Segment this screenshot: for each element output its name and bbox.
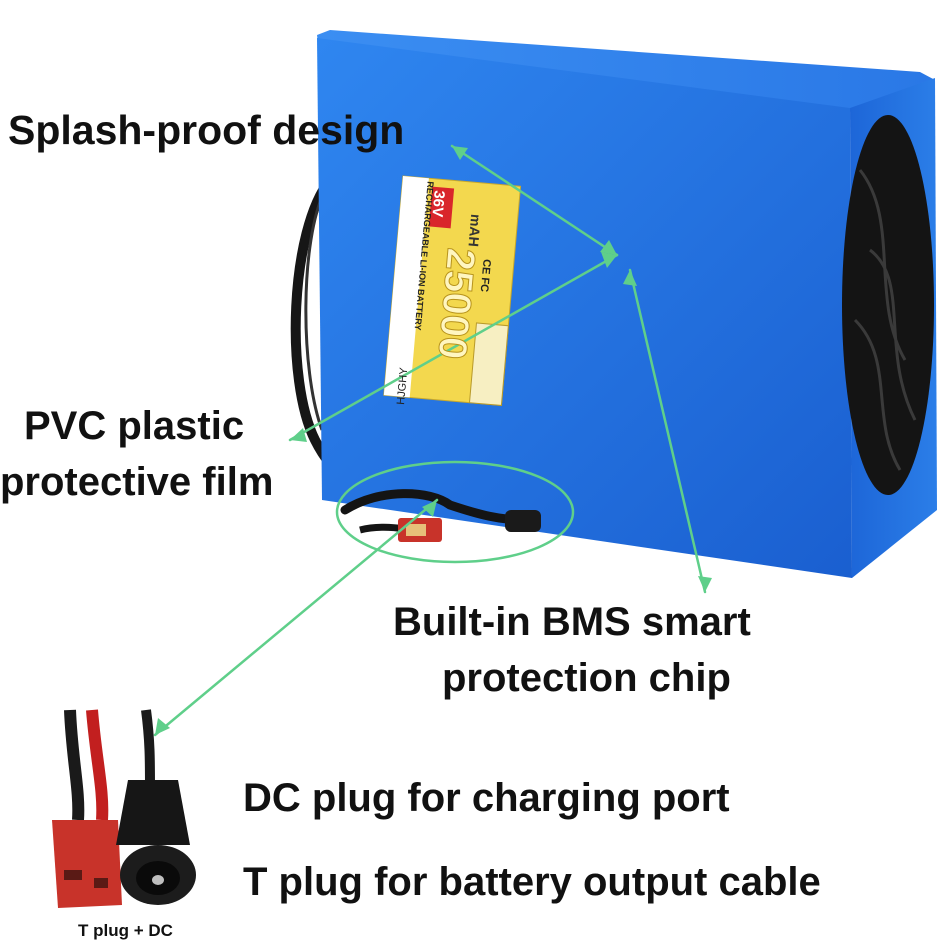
- label-voltage: 36V: [428, 189, 448, 218]
- callout-t-plug: T plug for battery output cable: [243, 860, 821, 904]
- battery-label-text: HJGHY RECHARGEABLE LI-ION BATTERY 36V 25…: [384, 176, 521, 405]
- label-capacity-unit: mAH: [465, 213, 485, 248]
- label-certifications: CE FC: [477, 258, 493, 293]
- battery-top-face: [317, 30, 935, 112]
- label-capacity: 25000: [429, 246, 484, 362]
- arrowheads: [155, 146, 712, 735]
- callout-arrows: [153, 144, 707, 737]
- battery-label: [383, 175, 522, 406]
- connector-closeup-photo: [52, 709, 196, 908]
- dc-plug-connector: [505, 510, 541, 532]
- connector-caption: T plug + DC: [78, 921, 173, 940]
- connector-highlight-ellipse: [335, 460, 575, 564]
- callout-dc-plug: DC plug for charging port: [243, 776, 730, 820]
- callout-pvc-line2: protective film: [0, 460, 274, 504]
- callout-bms-line1: Built-in BMS smart: [393, 600, 751, 644]
- callout-splash-proof: Splash-proof design: [8, 107, 405, 153]
- front-cable: [340, 489, 530, 525]
- callout-pvc-line1: PVC plastic: [24, 404, 245, 448]
- callout-bms-line2: protection chip: [442, 656, 731, 700]
- battery-front-face: [317, 38, 852, 578]
